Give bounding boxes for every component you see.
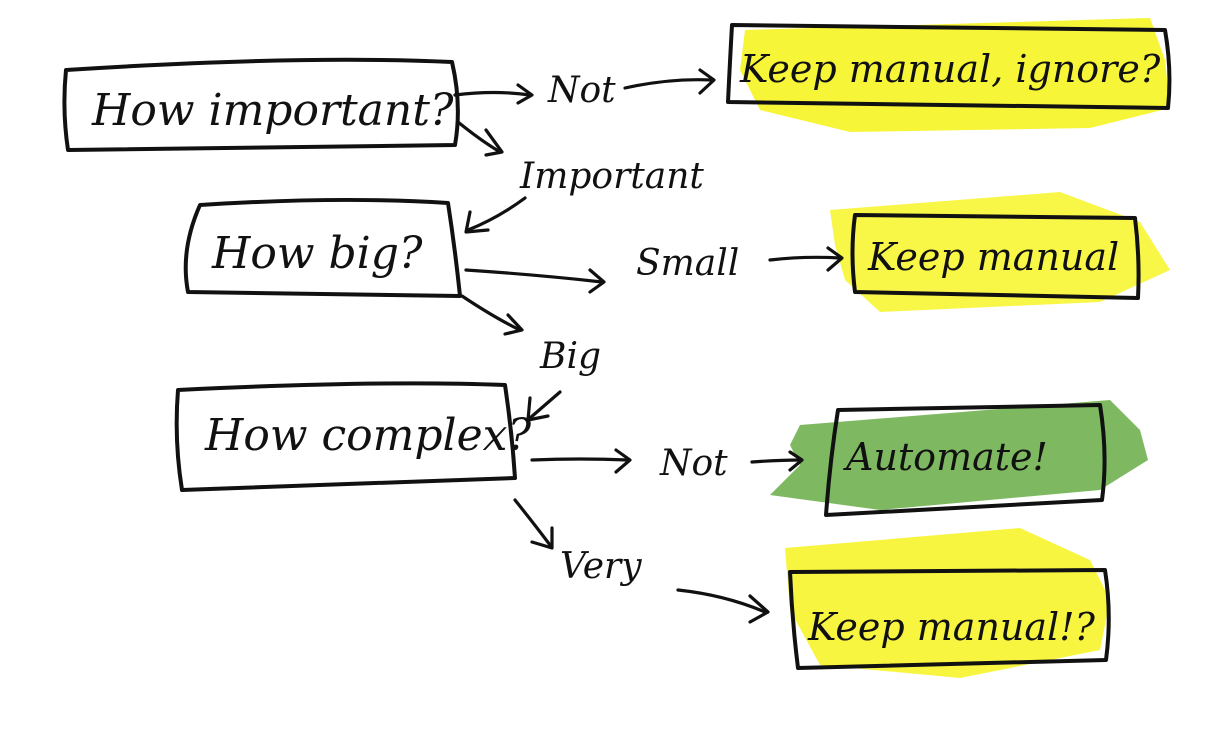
arrow-very-to-outcome [676, 588, 770, 624]
edge-label-not-complex: Not [659, 443, 728, 484]
edge-label-small: Small [636, 243, 739, 284]
outcome-box [824, 403, 1107, 517]
highlight-automate [770, 400, 1148, 510]
node-label: How important? [91, 85, 454, 136]
node-box [183, 197, 462, 298]
outcome-label: Keep manual, ignore? [739, 47, 1161, 91]
node-how-big: How big? [183, 197, 462, 298]
arrow-big-to-complex-question [526, 390, 562, 422]
edge-label-not-important: Not [547, 70, 616, 111]
outcome-automate: Automate! [824, 403, 1107, 517]
outcome-keep-manual-ignore: Keep manual, ignore? [726, 23, 1172, 110]
node-how-important: How important? [62, 57, 460, 152]
arrow-not-to-automate [750, 450, 804, 472]
highlight-very [785, 528, 1110, 678]
edge-label-very: Very [560, 546, 642, 587]
node-box [174, 381, 517, 492]
outcome-keep-manual-small: Keep manual [850, 213, 1141, 300]
node-label: How complex? [204, 410, 531, 461]
edge-label-big: Big [539, 336, 601, 377]
outcome-label: Keep manual!? [807, 605, 1095, 649]
arrow-important-down [456, 120, 504, 157]
arrow-small-to-outcome [768, 246, 844, 272]
node-how-complex: How complex? [174, 381, 531, 492]
outcome-box [788, 568, 1111, 670]
arrow-big-down [460, 294, 524, 336]
node-box [62, 57, 460, 152]
arrow-important-to-not [453, 83, 534, 105]
arrow-not-to-ignore [623, 68, 716, 95]
outcome-box [850, 213, 1141, 300]
outcome-label: Automate! [843, 435, 1048, 479]
edge-label-important: Important [519, 156, 704, 197]
outcome-keep-manual-very: Keep manual!? [788, 568, 1111, 670]
highlight-small [830, 192, 1170, 312]
arrow-complex-down [513, 498, 554, 550]
arrow-important-to-big-question [464, 196, 527, 234]
outcome-label: Keep manual [867, 235, 1119, 279]
node-label: How big? [211, 228, 423, 279]
arrow-complex-to-not [530, 448, 632, 474]
arrow-big-to-small [464, 268, 606, 294]
outcome-box [726, 23, 1172, 110]
